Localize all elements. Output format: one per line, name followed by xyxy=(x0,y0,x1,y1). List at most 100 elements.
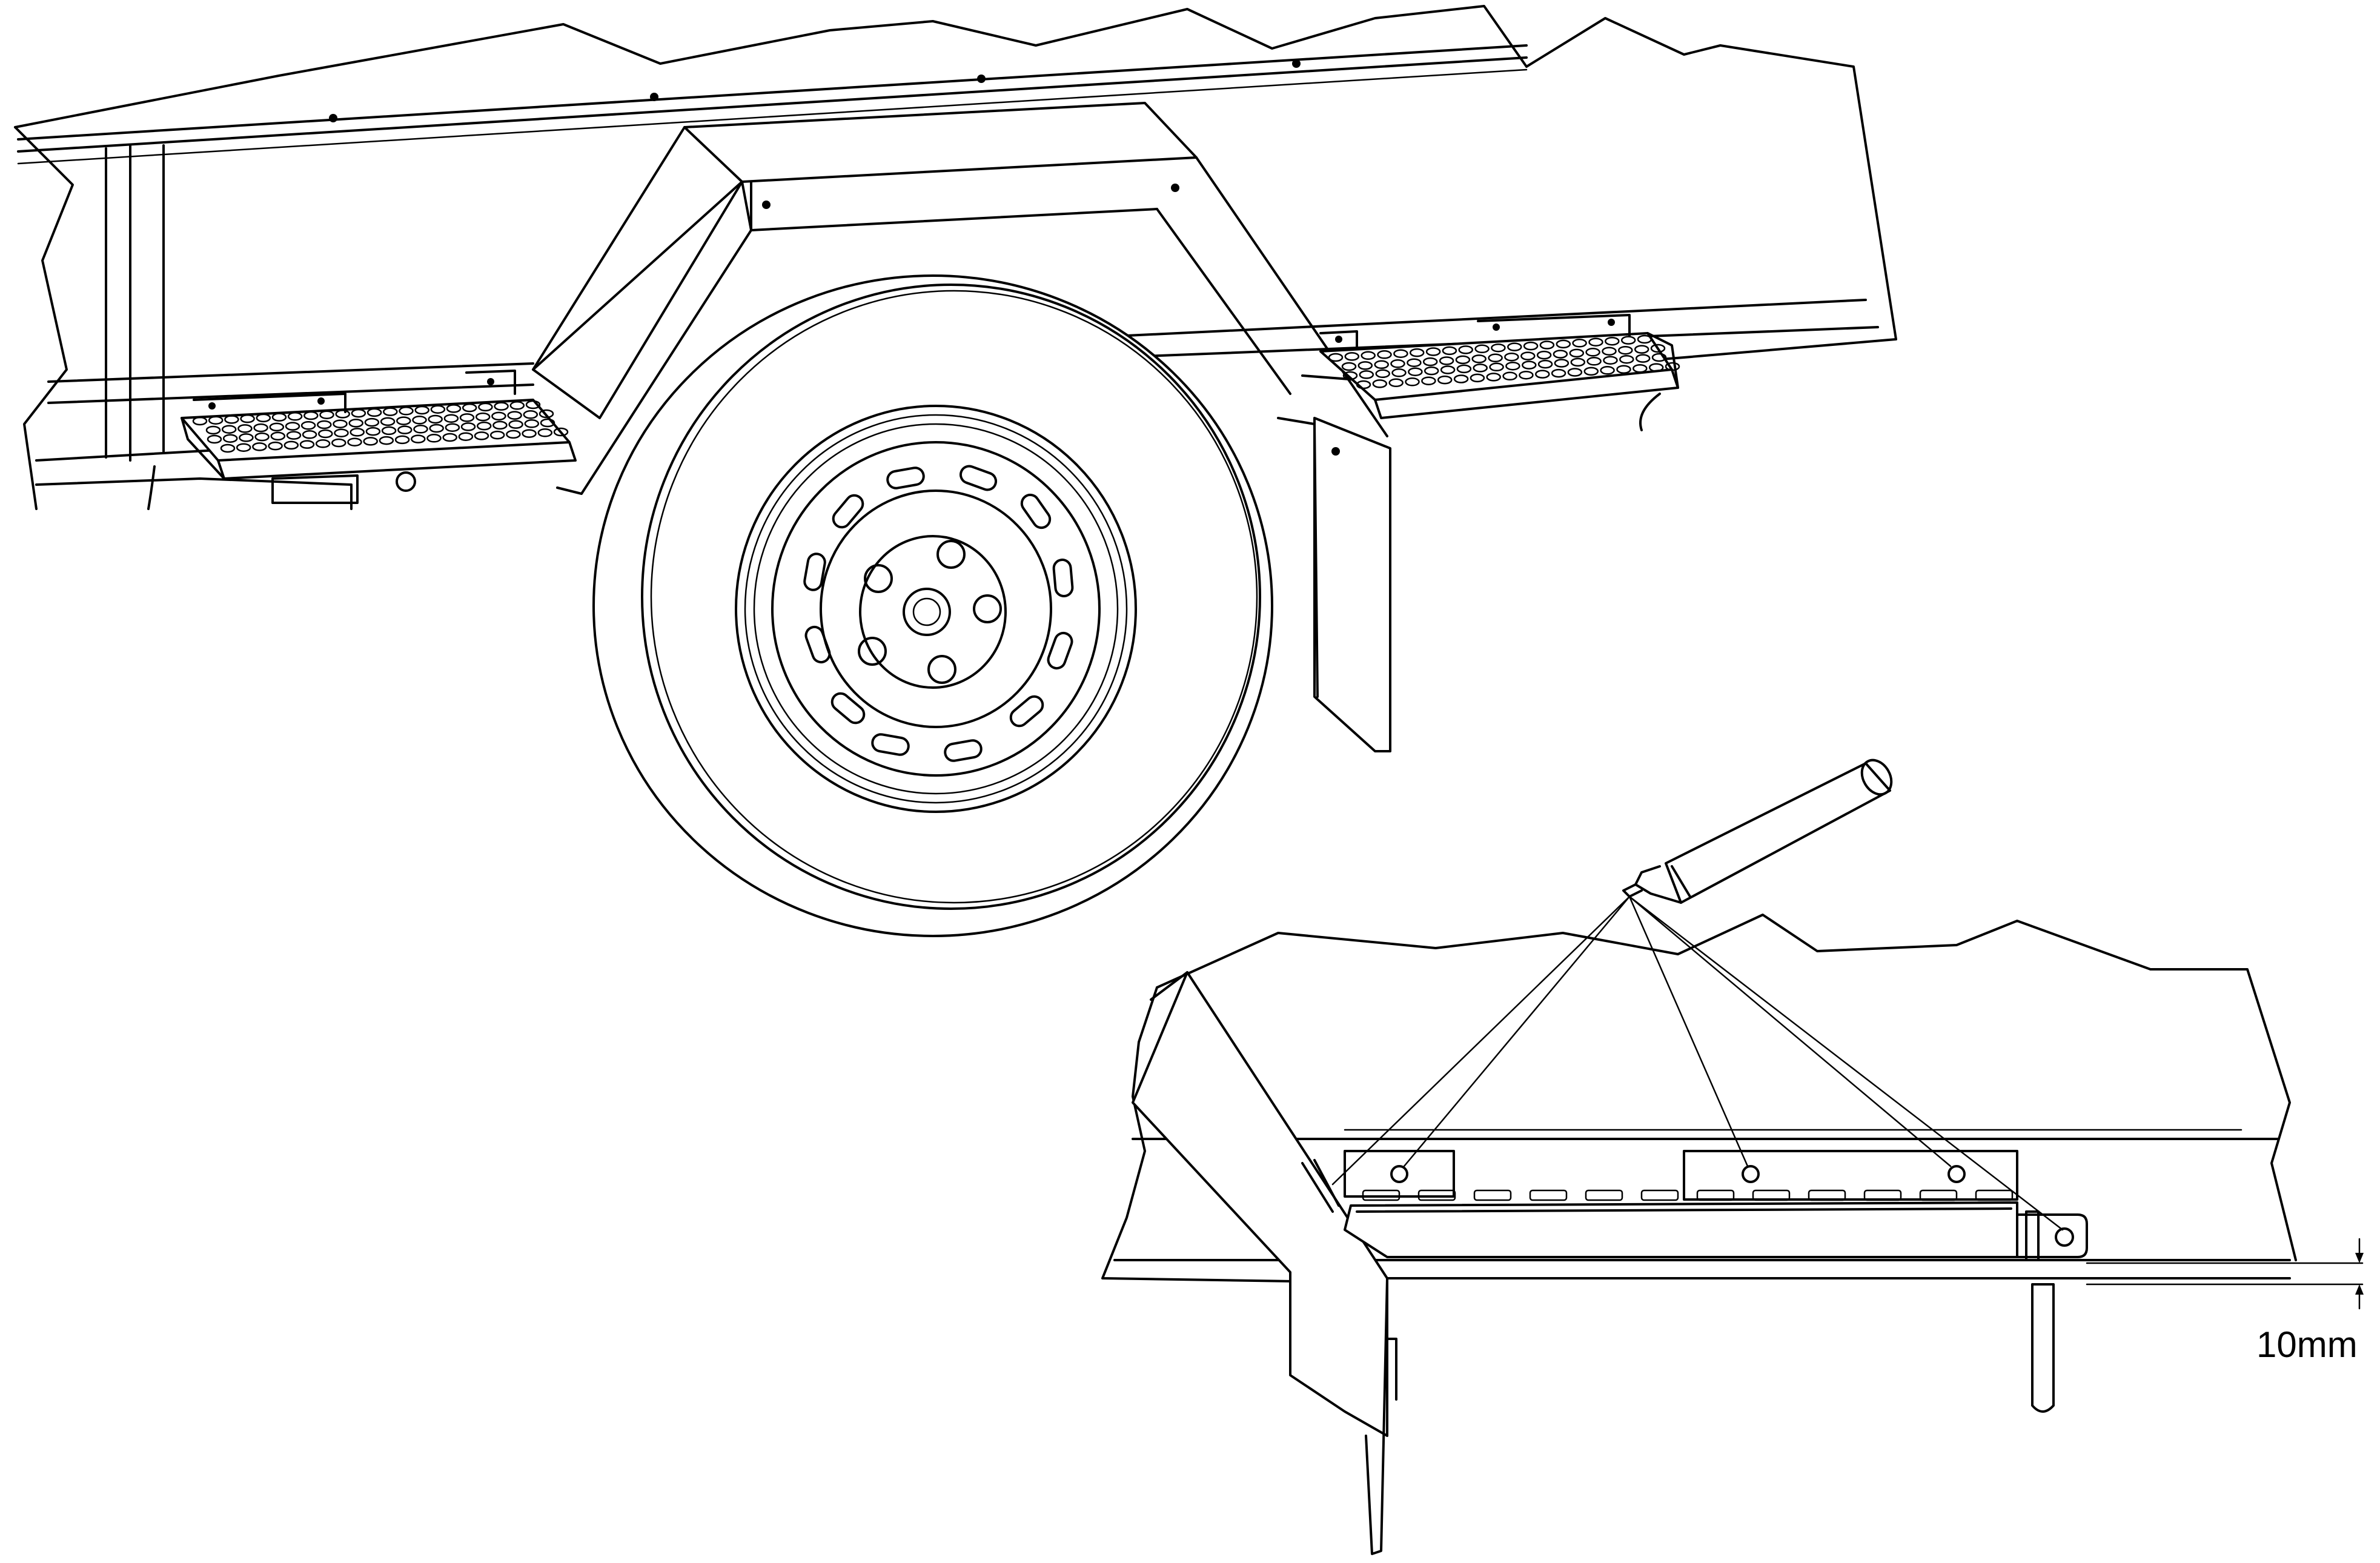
tread-hole xyxy=(443,414,459,423)
tread-hole xyxy=(1504,352,1519,362)
tread-hole xyxy=(1603,356,1618,365)
tread-hole xyxy=(1361,351,1376,360)
tread-hole xyxy=(540,418,555,428)
tread-hole xyxy=(446,404,462,413)
tread-hole xyxy=(1600,366,1615,375)
tread-hole xyxy=(1341,362,1357,371)
tread-hole xyxy=(1377,350,1392,359)
tread-hole xyxy=(1422,357,1438,367)
tread-hole xyxy=(459,413,475,422)
tread-hole xyxy=(1585,348,1600,357)
bracket-crimp xyxy=(1808,1189,1846,1201)
tread-hole xyxy=(283,440,299,450)
tread-hole xyxy=(1470,373,1485,383)
tread-hole xyxy=(1425,347,1441,356)
tread-hole xyxy=(525,400,541,410)
tread-hole xyxy=(1390,359,1405,368)
tread-hole xyxy=(1648,363,1664,372)
tread-hole xyxy=(365,426,381,436)
tread-hole xyxy=(315,439,331,448)
rim-slots xyxy=(803,465,1074,762)
tread-hole xyxy=(256,413,271,423)
tread-hole xyxy=(253,423,268,433)
marking-lines xyxy=(1331,895,2064,1231)
tread-hole xyxy=(539,409,554,419)
tread-hole xyxy=(1359,370,1374,379)
tread-hole xyxy=(1572,339,1587,348)
tread-hole xyxy=(1372,379,1388,388)
dimension-10mm: 10mm xyxy=(2086,1238,2364,1365)
tread-hole xyxy=(1421,376,1436,385)
tread-hole xyxy=(553,427,569,437)
tread-hole xyxy=(1453,374,1469,383)
tread-hole xyxy=(1519,370,1534,380)
tread-hole xyxy=(319,410,334,419)
tread-hole xyxy=(491,411,506,421)
tread-hole xyxy=(1602,347,1617,356)
tread-hole xyxy=(240,414,255,423)
tread-hole xyxy=(334,428,349,437)
tread-hole xyxy=(286,431,302,440)
tread-hole xyxy=(1407,358,1422,367)
tread-hole xyxy=(1344,352,1360,361)
tread-hole xyxy=(1554,359,1570,368)
tread-hole xyxy=(1553,350,1568,359)
tread-hole xyxy=(1391,368,1407,377)
tread-hole xyxy=(492,420,508,430)
tread-hole xyxy=(1488,353,1503,363)
dimension-label: 10mm xyxy=(2256,1324,2358,1365)
tread-hole xyxy=(192,416,208,426)
tread-hole xyxy=(287,412,303,421)
tread-hole xyxy=(442,433,457,442)
trailer-overview xyxy=(14,5,1897,937)
tread-hole xyxy=(397,425,413,434)
tread-hole xyxy=(348,419,363,428)
tread-hole xyxy=(222,434,238,443)
tread-hole xyxy=(1619,354,1634,364)
tread-hole xyxy=(1665,362,1680,371)
tread-hole xyxy=(1437,375,1453,385)
bracket-crimp xyxy=(1417,1189,1456,1201)
bracket-crimp xyxy=(1919,1189,1958,1201)
tread-hole xyxy=(1342,371,1358,380)
tread-hole xyxy=(208,416,224,425)
tread-hole xyxy=(1491,343,1506,353)
marker-pen-icon xyxy=(1622,758,1893,904)
tread-hole xyxy=(1556,339,1571,349)
tread-hole xyxy=(1520,351,1536,360)
tread-hole xyxy=(1569,348,1585,358)
tread-hole xyxy=(478,402,493,412)
tread-hole xyxy=(1409,348,1425,357)
tread-hole xyxy=(396,416,411,425)
tread-hole xyxy=(426,434,442,443)
tread-hole xyxy=(429,423,444,433)
bracket-crimp xyxy=(1696,1189,1735,1201)
tread-hole xyxy=(1635,354,1651,363)
tread-hole xyxy=(1439,356,1454,365)
tread-hole xyxy=(381,426,397,436)
left-tread-step xyxy=(181,370,577,480)
tread-hole xyxy=(1605,336,1620,346)
tread-hole xyxy=(1456,364,1472,374)
tread-hole xyxy=(1393,349,1408,358)
tread-hole xyxy=(1539,340,1555,350)
tread-hole xyxy=(1567,368,1583,377)
tread-hole xyxy=(1633,363,1648,373)
tread-hole xyxy=(1523,341,1539,351)
tread-hole xyxy=(1473,363,1488,373)
tread-hole xyxy=(474,431,489,440)
bracket-crimp xyxy=(1975,1189,2014,1201)
tread-hole xyxy=(411,434,426,443)
tread-hole xyxy=(460,422,476,431)
tread-hole xyxy=(537,428,553,437)
tread-hole xyxy=(476,421,492,431)
tread-hole xyxy=(1328,353,1344,362)
tread-hole xyxy=(333,419,348,428)
bracket-crimp xyxy=(1863,1189,1902,1201)
tread-hole xyxy=(489,430,505,440)
tread-hole xyxy=(1650,343,1666,353)
tread-hole xyxy=(399,407,414,416)
tread-hole xyxy=(224,415,239,424)
tread-hole xyxy=(205,425,221,435)
